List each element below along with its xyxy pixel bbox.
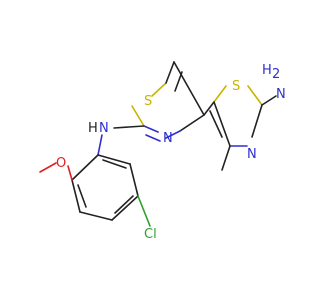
molecule-structure-svg: S N S N N H N H 2 O Cl [39, 61, 286, 242]
bond-n3l-side [165, 130, 181, 139]
atom-amine2-h: H [262, 63, 272, 78]
atom-thiazole-left-s: S [144, 94, 152, 109]
atom-thiazole-right-n: N [247, 147, 257, 162]
atom-amine2-subscript: 2 [272, 67, 280, 82]
bond-c4r-methyl [221, 145, 231, 171]
bond-c2l-nh [113, 125, 145, 129]
atom-amine-n: N [99, 121, 109, 136]
bond-c4r-c5r [213, 101, 231, 147]
bond-c2p-c3p [71, 179, 81, 213]
bond-c4l-c4l [173, 61, 205, 116]
bond-o-ch3 [39, 162, 57, 173]
atom-methoxy-o: O [56, 156, 66, 171]
atom-chloro-cl: Cl [144, 227, 157, 242]
bond-c2r-nh2 [261, 95, 277, 106]
atom-thiazole-right-s: S [232, 79, 240, 94]
bond-n3l-c2l-double [145, 134, 161, 142]
bond-c4l-c5r [203, 101, 215, 116]
bond-ring-inner-2 [114, 195, 134, 214]
bond-ring-inner-1 [77, 184, 87, 208]
atom-amine-h: H [88, 121, 98, 136]
bond-c2r-n3r [251, 104, 263, 138]
atom-labels: S N S N N H N H 2 O Cl [56, 63, 286, 242]
bond-ring-inner-3 [102, 159, 127, 169]
bond-s1-c5l [151, 82, 167, 97]
bond-c5p-cl [137, 195, 151, 227]
bond-s1r-c2r [247, 85, 263, 106]
bond-c6p-c1p [97, 154, 131, 165]
bond-c5p-c6p [129, 163, 139, 197]
atom-thiazole-left-n: N [163, 131, 173, 146]
molecule-canvas: S N S N N H N H 2 O Cl [39, 61, 286, 242]
atom-amine2-n: N [276, 87, 286, 102]
bond-c2p-o [67, 165, 73, 181]
bond-c3p-c4p [79, 211, 113, 221]
bond-n3l-c2l [143, 125, 159, 133]
bond-c4r-c5r-double [209, 110, 223, 138]
bond-c4p-c5p [111, 195, 139, 221]
bonds [39, 61, 277, 227]
bond-c4l-n3l [179, 114, 205, 132]
bond-c1p-c2p [71, 154, 99, 181]
bond-c5l-c4l [165, 61, 175, 84]
bond-c5r-s1r [213, 85, 227, 103]
bond-s1-c2l [131, 105, 145, 127]
bond-nh-c1p [97, 134, 103, 156]
